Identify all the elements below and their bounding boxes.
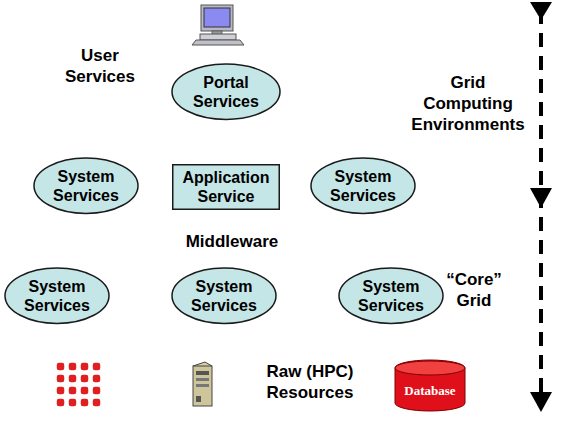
layer-label: User Services <box>65 45 135 87</box>
system-ellipse: System Services <box>338 267 444 324</box>
system-ellipse: System Services <box>33 157 139 214</box>
database-cylinder: Database <box>394 360 466 411</box>
cluster-dot <box>92 374 101 383</box>
cluster-dot <box>56 398 65 407</box>
layer-label: “Core” Grid <box>446 269 502 311</box>
flow-arrow <box>530 2 552 412</box>
node-outline <box>338 267 444 324</box>
node-text: Database <box>404 371 455 400</box>
cluster-dot <box>92 398 101 407</box>
node-text: System Services <box>191 277 257 315</box>
node-outline <box>310 157 416 214</box>
cluster-dot <box>68 362 77 371</box>
computer-icon <box>192 5 244 45</box>
cluster-icon <box>56 362 101 407</box>
portal-ellipse: Portal Services <box>171 63 281 120</box>
node-text: Portal Services <box>193 73 259 111</box>
cluster-dot <box>56 362 65 371</box>
system-ellipse: System Services <box>310 157 416 214</box>
cluster-dot <box>92 386 101 395</box>
node-text: System Services <box>358 277 424 315</box>
system-ellipse: System Services <box>4 267 110 324</box>
node-text: System Services <box>330 167 396 205</box>
cluster-dot <box>68 398 77 407</box>
application-box: Application Service <box>172 164 280 210</box>
cluster-dot <box>68 374 77 383</box>
node-outline <box>4 267 110 324</box>
layer-label: Raw (HPC) Resources <box>258 361 362 403</box>
server-icon <box>193 362 212 406</box>
cluster-dot <box>68 386 77 395</box>
cluster-dot <box>80 398 89 407</box>
cluster-dot <box>80 386 89 395</box>
cluster-dot <box>56 374 65 383</box>
layer-label: Grid Computing Environments <box>411 72 524 135</box>
cluster-dot <box>80 362 89 371</box>
node-outline <box>171 267 277 324</box>
cluster-dot <box>56 386 65 395</box>
node-text: Application Service <box>182 168 269 206</box>
node-text: System Services <box>53 167 119 205</box>
cluster-dot <box>80 374 89 383</box>
node-outline <box>33 157 139 214</box>
layer-label: Middleware <box>186 231 279 252</box>
system-ellipse: System Services <box>171 267 277 324</box>
node-outline <box>171 63 281 120</box>
node-text: System Services <box>24 277 90 315</box>
cluster-dot <box>92 362 101 371</box>
